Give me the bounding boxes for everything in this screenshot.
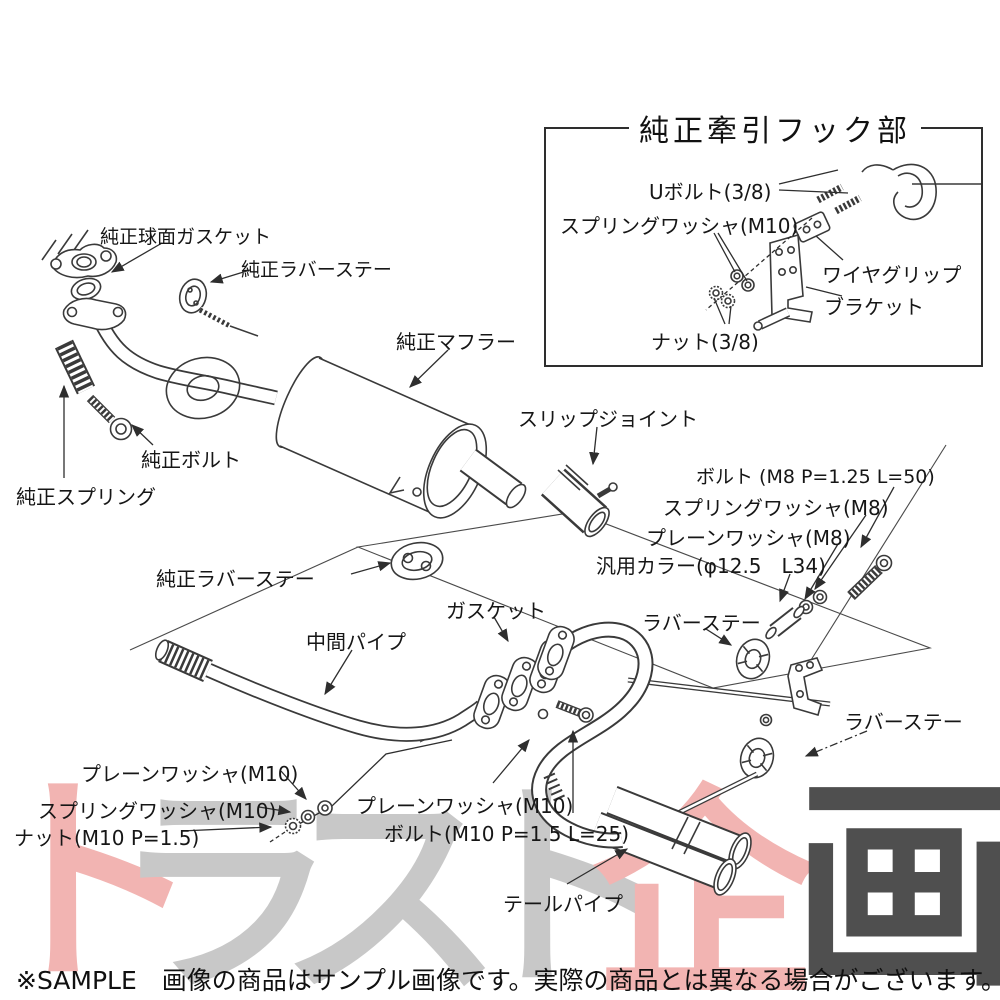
hanger-hardware-drawing xyxy=(627,554,893,823)
label-bolt-m8: ボルト (M8 P=1.25 L=50) xyxy=(696,466,935,488)
label-mid-pipe: 中間パイプ xyxy=(306,630,406,654)
tail-pipe-drawing xyxy=(531,621,752,896)
label-rubber-stay-upper: ラバーステー xyxy=(642,611,761,635)
label-nut-m10: ナット(M10 P=1.5) xyxy=(14,826,200,850)
watermark-char: ト xyxy=(0,753,203,1000)
watermark-char: ス xyxy=(278,767,503,1000)
label-universal-collar: 汎用カラー(φ12.5 L34) xyxy=(596,554,826,578)
tow-hook-inset-drawing xyxy=(544,127,983,367)
label-stock-muffler: 純正マフラー xyxy=(396,330,516,354)
intermediate-pipe-drawing xyxy=(154,635,594,843)
label-spring-washer-m8: スプリングワッシャ(M8) xyxy=(663,496,889,520)
slip-joint-drawing xyxy=(540,464,618,538)
label-stock-spring: 純正スプリング xyxy=(16,485,156,509)
label-spring-washer-m10-left: スプリングワッシャ(M10) xyxy=(38,799,277,823)
label-inset-spring-washer: スプリングワッシャ(M10) xyxy=(560,214,799,238)
inset-box-border xyxy=(544,127,983,367)
watermark-char: 画 xyxy=(792,757,1000,1000)
label-plain-washer-m8: プレーンワッシャ(M8) xyxy=(646,526,851,550)
stock-muffler-drawing xyxy=(275,356,527,519)
label-stock-spherical-gasket: 純正球面ガスケット xyxy=(100,226,272,248)
label-slip-joint: スリップジョイント xyxy=(518,407,698,431)
stock-exhaust-drawing xyxy=(41,229,618,581)
watermark-char: ラ xyxy=(112,763,337,1000)
label-plain-washer-m10-left: プレーンワッシャ(M10) xyxy=(81,762,299,786)
label-wire-grip: ワイヤグリップ xyxy=(822,263,962,287)
leader-arrows xyxy=(58,242,895,885)
label-inset-nut: ナット(3/8) xyxy=(651,330,759,354)
label-stock-rubber-stay-lower: 純正ラバーステー xyxy=(156,567,315,591)
label-u-bolt: Uボルト(3/8) xyxy=(649,180,772,204)
inset-box-title: 純正牽引フック部 xyxy=(629,106,921,150)
label-rubber-stay-lower: ラバーステー xyxy=(844,710,963,734)
label-kit-gasket: ガスケット xyxy=(446,599,546,623)
label-stock-rubber-stay-upper: 純正ラバーステー xyxy=(241,259,392,281)
label-tail-pipe: テールパイプ xyxy=(503,892,623,916)
label-bolt-m10: ボルト(M10 P=1.5 L=25) xyxy=(384,822,629,846)
sample-disclaimer-note: ※SAMPLE 画像の商品はサンプル画像です。実際の商品とは異なる場合がございま… xyxy=(16,966,1000,995)
label-stock-bolt: 純正ボルト xyxy=(141,448,241,472)
label-bracket: ブラケット xyxy=(824,295,924,319)
label-plain-washer-m10-center: プレーンワッシャ(M10) xyxy=(356,794,574,818)
